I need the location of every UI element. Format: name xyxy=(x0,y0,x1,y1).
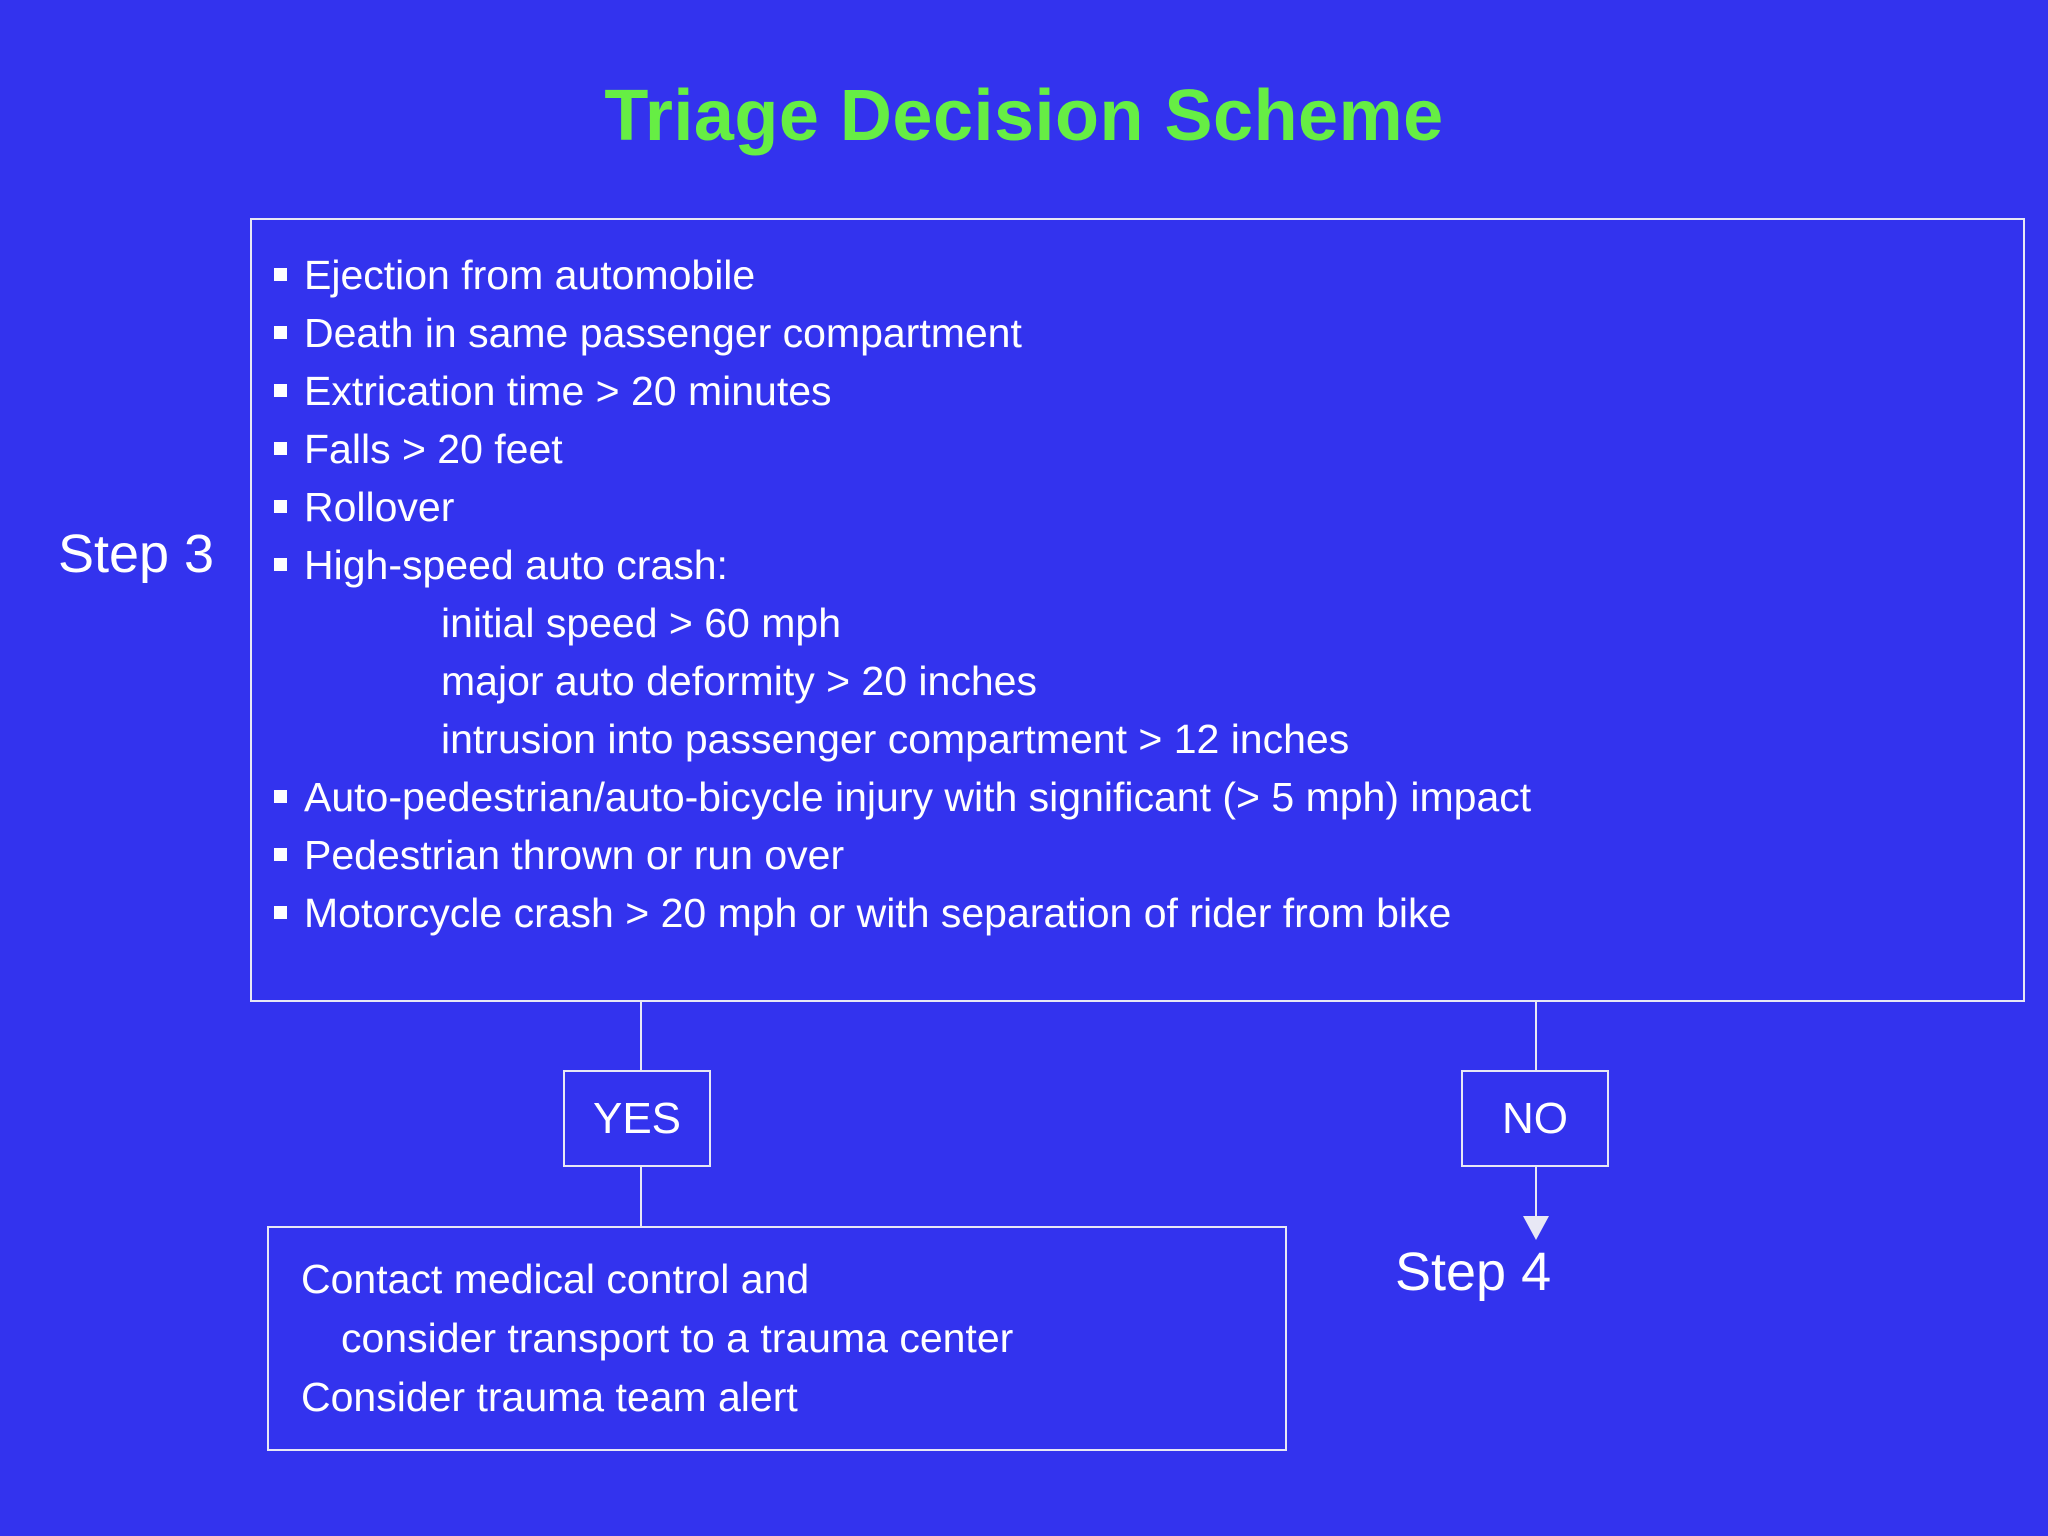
criteria-item-label: Motorcycle crash > 20 mph or with separa… xyxy=(304,890,1452,936)
criteria-item-label: High-speed auto crash: xyxy=(304,542,728,588)
outcome-line: consider transport to a trauma center xyxy=(341,1315,1014,1361)
criteria-item-label: Death in same passenger compartment xyxy=(304,310,1022,356)
connector-line-no-bottom xyxy=(1535,1167,1537,1227)
criteria-subitem: major auto deformity > 20 inches xyxy=(274,652,2017,710)
criteria-item-label: initial speed > 60 mph xyxy=(441,600,842,646)
criteria-item: Ejection from automobile xyxy=(274,246,2017,304)
square-bullet-icon xyxy=(274,268,287,281)
step-4-label: Step 4 xyxy=(1395,1242,1552,1302)
square-bullet-icon xyxy=(274,500,287,513)
connector-line-yes-bottom xyxy=(640,1167,642,1227)
square-bullet-icon xyxy=(274,558,287,571)
square-bullet-icon xyxy=(274,906,287,919)
connector-line-yes-top xyxy=(640,1002,642,1072)
criteria-item-label: Pedestrian thrown or run over xyxy=(304,832,845,878)
criteria-item-label: Extrication time > 20 minutes xyxy=(304,368,832,414)
decision-no-box[interactable]: NO xyxy=(1461,1070,1609,1167)
criteria-item: Pedestrian thrown or run over xyxy=(274,826,2017,884)
outcome-box: Contact medical control and consider tran… xyxy=(267,1226,1287,1451)
connector-line-no-top xyxy=(1535,1002,1537,1072)
square-bullet-icon xyxy=(274,326,287,339)
arrow-head-icon xyxy=(1523,1216,1549,1240)
square-bullet-icon xyxy=(274,384,287,397)
criteria-item-label: Ejection from automobile xyxy=(304,252,756,298)
criteria-item: Rollover xyxy=(274,478,2017,536)
criteria-item-label: Auto-pedestrian/auto-bicycle injury with… xyxy=(304,774,1532,820)
criteria-item: Motorcycle crash > 20 mph or with separa… xyxy=(274,884,2017,942)
criteria-item-label: intrusion into passenger compartment > 1… xyxy=(441,716,1350,762)
decision-yes-box[interactable]: YES xyxy=(563,1070,711,1167)
outcome-line: Consider trauma team alert xyxy=(301,1374,798,1420)
square-bullet-icon xyxy=(274,848,287,861)
criteria-item: Falls > 20 feet xyxy=(274,420,2017,478)
page-title: Triage Decision Scheme xyxy=(604,76,1444,156)
outcome-lines: Contact medical control and consider tran… xyxy=(301,1250,1275,1427)
step-3-label: Step 3 xyxy=(57,524,215,584)
criteria-subitem: intrusion into passenger compartment > 1… xyxy=(274,710,2017,768)
criteria-item: Extrication time > 20 minutes xyxy=(274,362,2017,420)
decision-yes-label: YES xyxy=(592,1093,682,1143)
criteria-item: Auto-pedestrian/auto-bicycle injury with… xyxy=(274,768,2017,826)
square-bullet-icon xyxy=(274,790,287,803)
criteria-item-label: Rollover xyxy=(304,484,455,530)
criteria-item-label: Falls > 20 feet xyxy=(304,426,563,472)
decision-no-label: NO xyxy=(1502,1093,1568,1143)
criteria-subitem: initial speed > 60 mph xyxy=(274,594,2017,652)
criteria-item-label: major auto deformity > 20 inches xyxy=(441,658,1037,704)
outcome-line: Contact medical control and xyxy=(301,1256,810,1302)
criteria-item: High-speed auto crash: xyxy=(274,536,2017,594)
criteria-item: Death in same passenger compartment xyxy=(274,304,2017,362)
square-bullet-icon xyxy=(274,442,287,455)
